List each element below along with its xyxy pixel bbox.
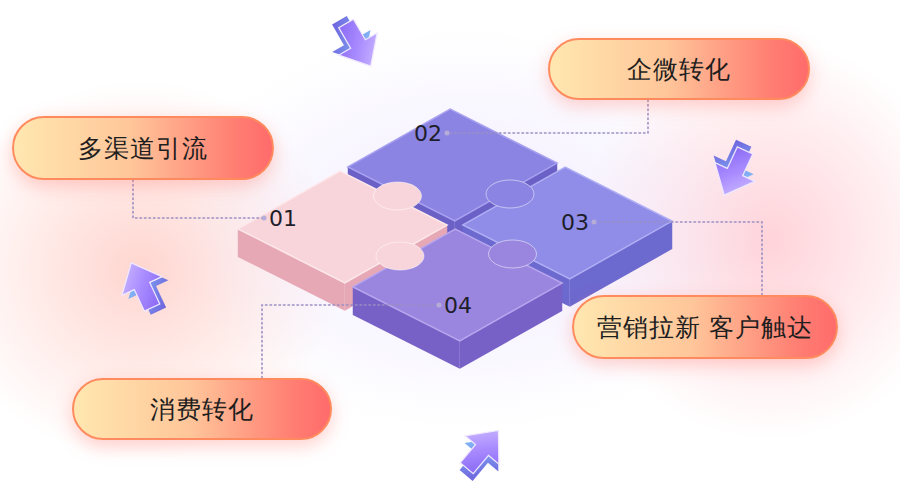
decor-arrow bbox=[111, 252, 178, 323]
piece-number: 01 bbox=[266, 206, 300, 231]
piece-top bbox=[238, 171, 447, 283]
pill-text: 消费转化 bbox=[150, 393, 254, 426]
piece-top bbox=[463, 167, 672, 279]
pill-text: 企微转化 bbox=[627, 53, 731, 86]
piece-top bbox=[353, 229, 562, 341]
dotted-line bbox=[594, 222, 762, 295]
callout-number: 01 bbox=[269, 206, 297, 231]
piece-number: 03 bbox=[558, 210, 592, 235]
leader-line bbox=[592, 220, 763, 296]
arrow-face bbox=[450, 416, 516, 482]
label-pill: 多渠道引流 bbox=[12, 116, 274, 180]
line-dot bbox=[437, 303, 442, 308]
leader-line bbox=[445, 100, 649, 136]
pill-text: 多渠道引流 bbox=[78, 132, 208, 165]
piece-number: 04 bbox=[441, 293, 475, 318]
line-dot bbox=[262, 216, 267, 221]
label-pill: 消费转化 bbox=[72, 378, 332, 440]
callout-number: 04 bbox=[444, 293, 472, 318]
dotted-line bbox=[133, 180, 264, 218]
piece-top bbox=[348, 109, 557, 221]
decor-arrow bbox=[446, 416, 519, 489]
leader-line bbox=[262, 303, 442, 379]
label-pill: 营销拉新 客户触达 bbox=[572, 295, 838, 359]
dotted-line bbox=[447, 100, 648, 133]
puzzle-piece bbox=[353, 229, 562, 369]
arrow-face bbox=[704, 141, 765, 204]
leader-line bbox=[133, 180, 267, 221]
decor-arrow bbox=[700, 134, 767, 205]
pill-text: 营销拉新 客户触达 bbox=[597, 311, 814, 344]
line-dot bbox=[445, 131, 450, 136]
line-dot bbox=[592, 220, 597, 225]
puzzle-knob bbox=[376, 242, 424, 270]
dotted-line bbox=[262, 305, 439, 378]
callout-number: 02 bbox=[414, 121, 442, 146]
puzzle-knob bbox=[486, 180, 534, 208]
decor-arrows bbox=[111, 7, 767, 490]
decor-arrow bbox=[320, 7, 390, 79]
callout-number: 03 bbox=[561, 210, 589, 235]
arrow-face bbox=[111, 254, 172, 317]
piece-number: 02 bbox=[411, 121, 445, 146]
puzzle-knob bbox=[489, 240, 537, 268]
puzzle-knob bbox=[374, 182, 422, 210]
label-pill: 企微转化 bbox=[548, 38, 810, 100]
arrow-face bbox=[327, 12, 390, 77]
